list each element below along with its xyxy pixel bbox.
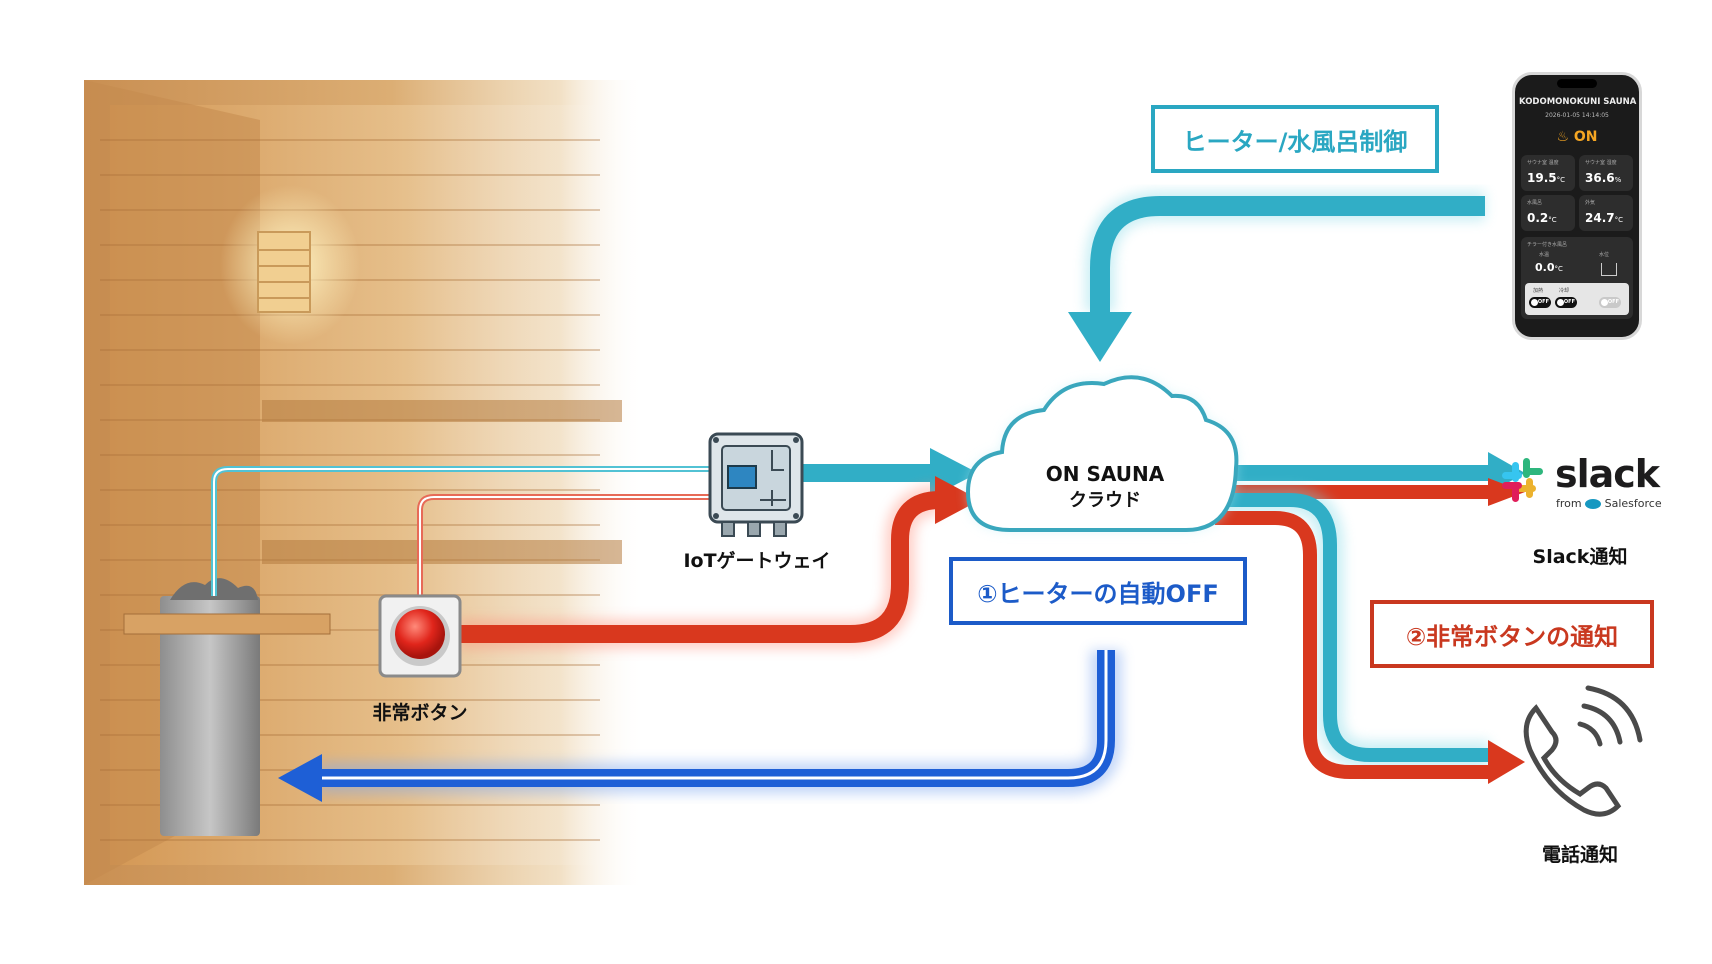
auto-off-arrow <box>278 650 1122 802</box>
slack-notify-label: Slack通知 <box>1532 546 1628 568</box>
water-level-icon <box>1601 263 1617 276</box>
heater-icon: ♨ <box>1556 129 1570 145</box>
emergency-notify-box: ②非常ボタンの通知 <box>1370 600 1654 668</box>
toggle-heat[interactable]: OFF <box>1529 297 1551 308</box>
toggle-cool[interactable]: OFF <box>1555 297 1577 308</box>
slack-logo-mark <box>1502 458 1543 502</box>
phone-notify-label: 電話通知 <box>1541 844 1618 866</box>
auto-off-box: ①ヒーターの自動OFF <box>949 557 1247 625</box>
iot-gateway-icon <box>708 432 804 537</box>
button-wire-red <box>417 494 710 600</box>
sauna-stove <box>123 578 331 836</box>
reading-card: 水風呂 0.2°C <box>1521 195 1575 231</box>
toggle-disabled[interactable]: OFF <box>1599 297 1621 308</box>
cloud-title: ON SAUNA <box>1045 462 1165 486</box>
emergency-to-cloud-arrow <box>460 476 980 649</box>
slack-wordmark: slack <box>1555 452 1660 496</box>
smartphone-app: KODOMONOKUNI SAUNA PA 2026-01-05 14:14:0… <box>1512 72 1642 340</box>
emergency-button-icon <box>378 594 462 678</box>
heater-status[interactable]: ♨ ON <box>1515 129 1639 145</box>
app-title: KODOMONOKUNI SAUNA PA <box>1519 97 1639 107</box>
sauna-room-illustration <box>84 80 644 885</box>
sensor-wire-teal <box>211 466 710 596</box>
heater-control-arrow <box>1068 191 1485 362</box>
phone-call-icon <box>1523 685 1643 817</box>
cloud-subtitle: クラウド <box>1069 490 1141 511</box>
slack-from-salesforce: from Salesforce <box>1556 497 1662 510</box>
reading-card: 外気 24.7°C <box>1579 195 1633 231</box>
reading-card: サウナ室 湿度 36.6% <box>1579 155 1633 191</box>
salesforce-cloud-icon <box>1585 499 1601 509</box>
reading-card: サウナ室 温度 19.5°C <box>1521 155 1575 191</box>
chiller-card: チラー付き水風呂 水温 水位 0.0°C 加熱 冷却 OFF OFF OFF <box>1521 237 1633 319</box>
on-sauna-cloud <box>965 375 1239 532</box>
emergency-button-label: 非常ボタン <box>372 702 468 724</box>
heater-control-box: ヒーター/水風呂制御 <box>1151 105 1439 173</box>
phone-notch <box>1557 79 1597 88</box>
app-date: 2026-01-05 14:14:05 <box>1545 112 1609 119</box>
cloud-to-phone-arrows <box>1215 486 1525 784</box>
iot-gateway-label: IoTゲートウェイ <box>683 550 831 572</box>
status-text: ON <box>1573 129 1598 145</box>
